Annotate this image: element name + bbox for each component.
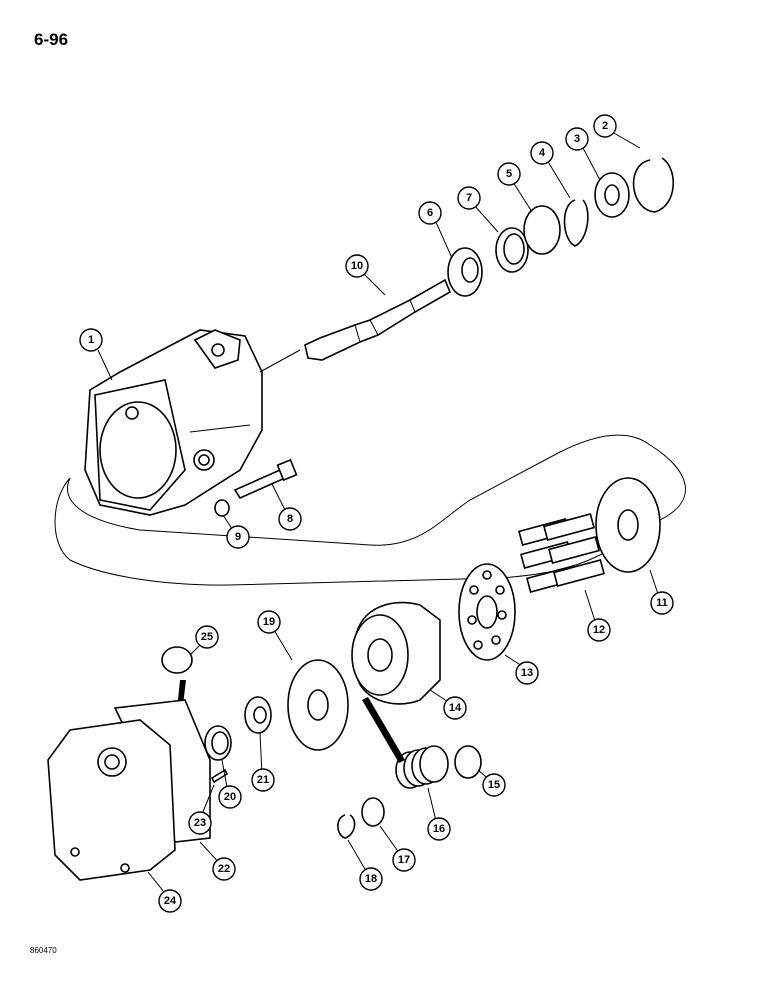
svg-text:5: 5 <box>506 168 512 180</box>
callout-4: 4 <box>530 141 554 165</box>
callout-22: 22 <box>212 857 236 881</box>
part-8-bolt <box>233 458 298 500</box>
callout-5: 5 <box>497 162 521 186</box>
svg-text:10: 10 <box>351 260 363 272</box>
callout-7: 7 <box>457 186 481 210</box>
svg-text:24: 24 <box>164 895 177 907</box>
callout-13: 13 <box>515 661 539 685</box>
svg-text:16: 16 <box>433 823 445 835</box>
svg-text:18: 18 <box>365 873 377 885</box>
part-1-housing <box>84 329 263 516</box>
part-7-bearing-cup <box>495 227 529 273</box>
callout-2: 2 <box>593 114 617 138</box>
callout-25: 25 <box>195 625 219 649</box>
part-11-plate <box>595 477 661 573</box>
svg-text:3: 3 <box>574 133 580 145</box>
part-5-ring <box>523 205 561 255</box>
svg-text:6: 6 <box>427 207 433 219</box>
svg-text:11: 11 <box>656 597 668 609</box>
svg-text:19: 19 <box>263 616 275 628</box>
svg-text:15: 15 <box>488 779 500 791</box>
part-14-cylinder-block <box>351 601 441 705</box>
part-4-snap-ring <box>563 199 589 247</box>
svg-text:21: 21 <box>257 774 269 786</box>
part-13-retainer-plate <box>458 563 516 661</box>
part-2-retaining-ring <box>632 157 675 213</box>
svg-text:17: 17 <box>398 854 410 866</box>
part-6-bearing-cone <box>447 247 483 297</box>
svg-text:12: 12 <box>593 624 605 636</box>
callout-20: 20 <box>218 785 242 809</box>
part-23-pin <box>210 768 229 784</box>
svg-text:4: 4 <box>539 147 546 159</box>
assembly-group-outline <box>54 434 686 586</box>
callout-14: 14 <box>443 696 467 720</box>
page-number: 6-96 <box>34 30 69 49</box>
part-21-bearing-cone <box>244 696 272 734</box>
svg-text:2: 2 <box>602 120 608 132</box>
callout-9: 9 <box>226 525 250 549</box>
part-16-indicator <box>362 697 405 763</box>
callout-15: 15 <box>482 773 506 797</box>
svg-text:1: 1 <box>88 334 94 346</box>
callout-1: 1 <box>79 328 103 352</box>
svg-text:7: 7 <box>466 192 472 204</box>
part-15-washer <box>454 745 482 779</box>
part-12-pistons <box>518 513 605 593</box>
part-10-shaft <box>259 278 452 373</box>
part-19-valve-plate <box>287 659 349 751</box>
callout-6: 6 <box>418 201 442 225</box>
svg-text:14: 14 <box>449 702 462 714</box>
figure-number: 860470 <box>30 946 57 955</box>
part-17-washer <box>361 797 385 827</box>
svg-text:13: 13 <box>521 667 533 679</box>
svg-text:22: 22 <box>218 863 230 875</box>
svg-text:25: 25 <box>201 631 213 643</box>
callout-24: 24 <box>158 889 182 913</box>
svg-text:23: 23 <box>194 817 206 829</box>
part-9-washer <box>214 499 230 517</box>
callout-10: 10 <box>345 254 369 278</box>
callout-8: 8 <box>278 507 302 531</box>
callout-18: 18 <box>359 867 383 891</box>
callout-12: 12 <box>587 618 611 642</box>
callout-11: 11 <box>650 591 674 615</box>
callout-17: 17 <box>392 848 416 872</box>
svg-text:8: 8 <box>287 513 293 525</box>
callout-3: 3 <box>565 127 589 151</box>
part-3-seal <box>594 172 630 218</box>
callout-19: 19 <box>257 610 281 634</box>
part-16-spring <box>395 745 449 789</box>
part-25-o-ring <box>161 646 193 674</box>
svg-text:20: 20 <box>224 791 236 803</box>
callout-23: 23 <box>188 811 212 835</box>
part-20-bearing-cup <box>204 725 232 761</box>
part-18-snap-ring <box>337 814 356 839</box>
callout-21: 21 <box>251 768 275 792</box>
part-24-end-cover <box>47 719 176 881</box>
svg-text:9: 9 <box>235 531 241 543</box>
callout-16: 16 <box>427 817 451 841</box>
